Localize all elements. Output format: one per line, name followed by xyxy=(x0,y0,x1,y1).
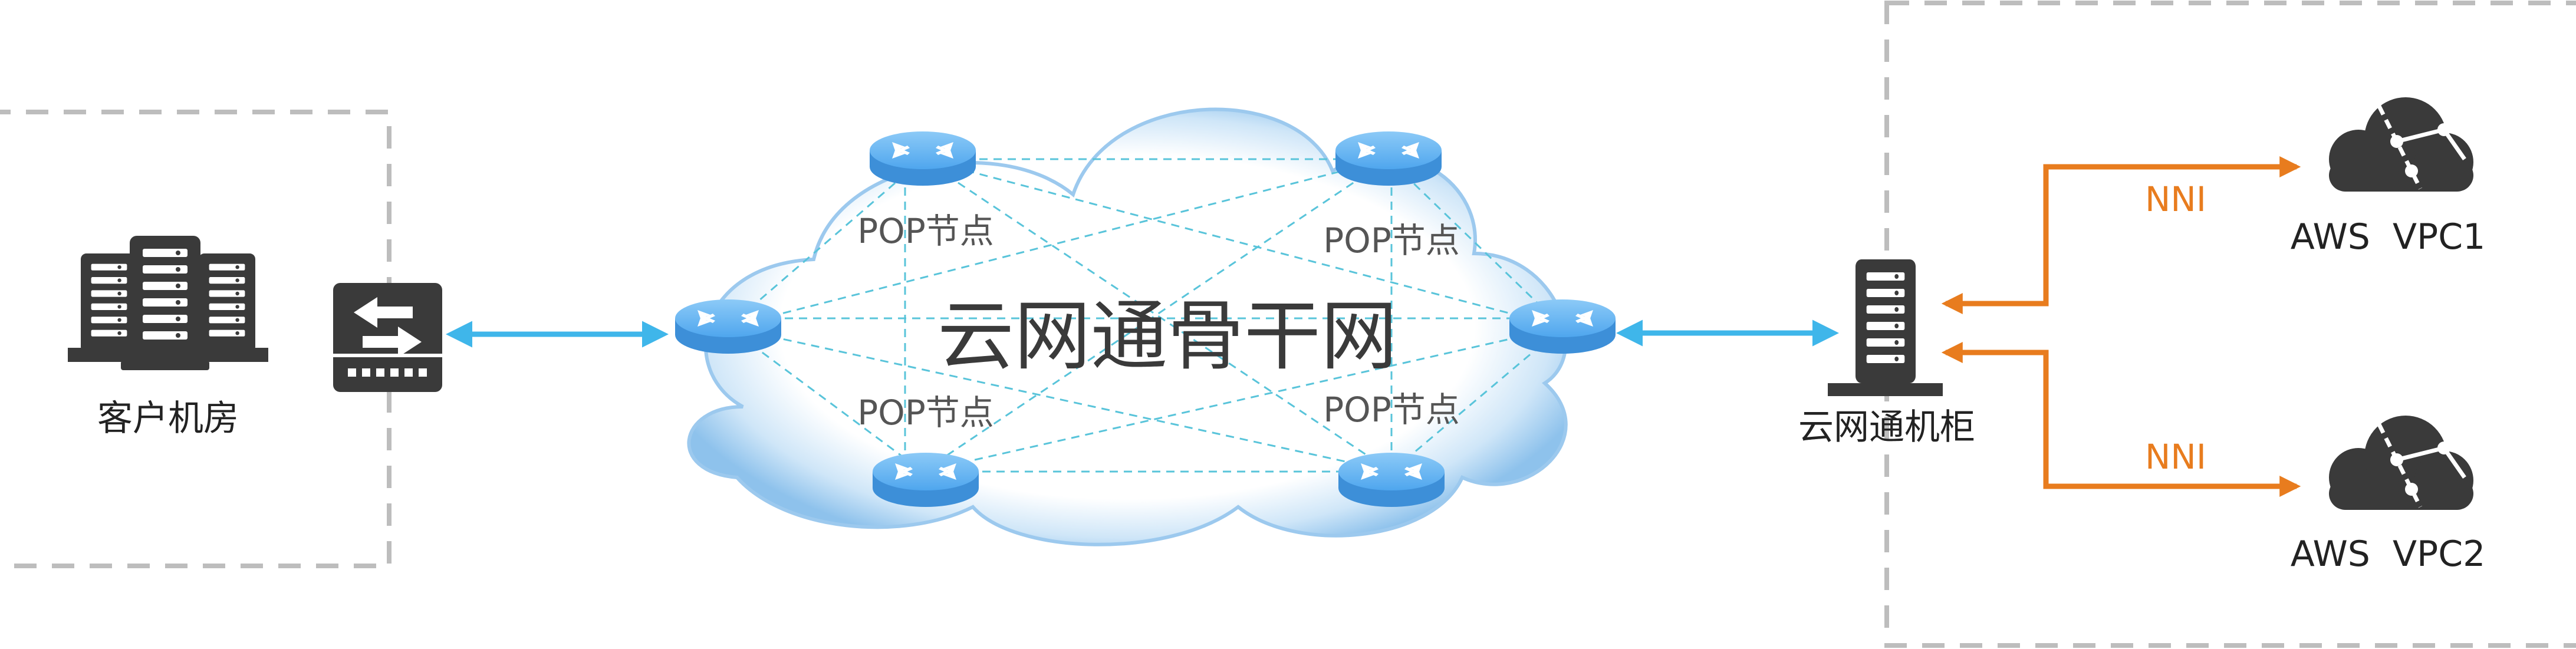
nni-link-vpc2 xyxy=(1941,342,2301,497)
nni-link-vpc1 xyxy=(1941,156,2301,314)
aws-cloud-icon xyxy=(2329,416,2473,510)
nni-label: NNI xyxy=(2145,437,2206,477)
server-rack-icon xyxy=(68,236,268,370)
pop-node-label: POP节点 xyxy=(1323,390,1460,430)
backbone-label: 云网通骨干网 xyxy=(937,291,1397,381)
router-icon xyxy=(1338,453,1445,507)
vpc1-label: AWS VPC1 xyxy=(2291,216,2486,258)
router-icon xyxy=(873,453,979,507)
customer-room-boundary xyxy=(0,110,392,568)
cabinet-label: 云网通机柜 xyxy=(1798,407,1975,448)
aws-cloud-icon xyxy=(2329,97,2473,192)
router-icon xyxy=(1509,299,1616,354)
customer-room-label: 客户机房 xyxy=(97,398,239,439)
router-icon xyxy=(1335,131,1442,186)
nni-label: NNI xyxy=(2145,179,2206,219)
pop-node-label: POP节点 xyxy=(857,211,994,251)
cabinet-icon xyxy=(1828,259,1943,396)
backbone-mesh xyxy=(728,158,1564,473)
backbone-cloud xyxy=(687,107,1568,546)
router-icon xyxy=(870,131,976,186)
vpc2-label: AWS VPC2 xyxy=(2291,533,2486,575)
pop-node-label: POP节点 xyxy=(857,393,994,433)
pop-node-label: POP节点 xyxy=(1323,220,1460,261)
switch-icon xyxy=(333,283,442,392)
router-icon xyxy=(675,299,781,354)
